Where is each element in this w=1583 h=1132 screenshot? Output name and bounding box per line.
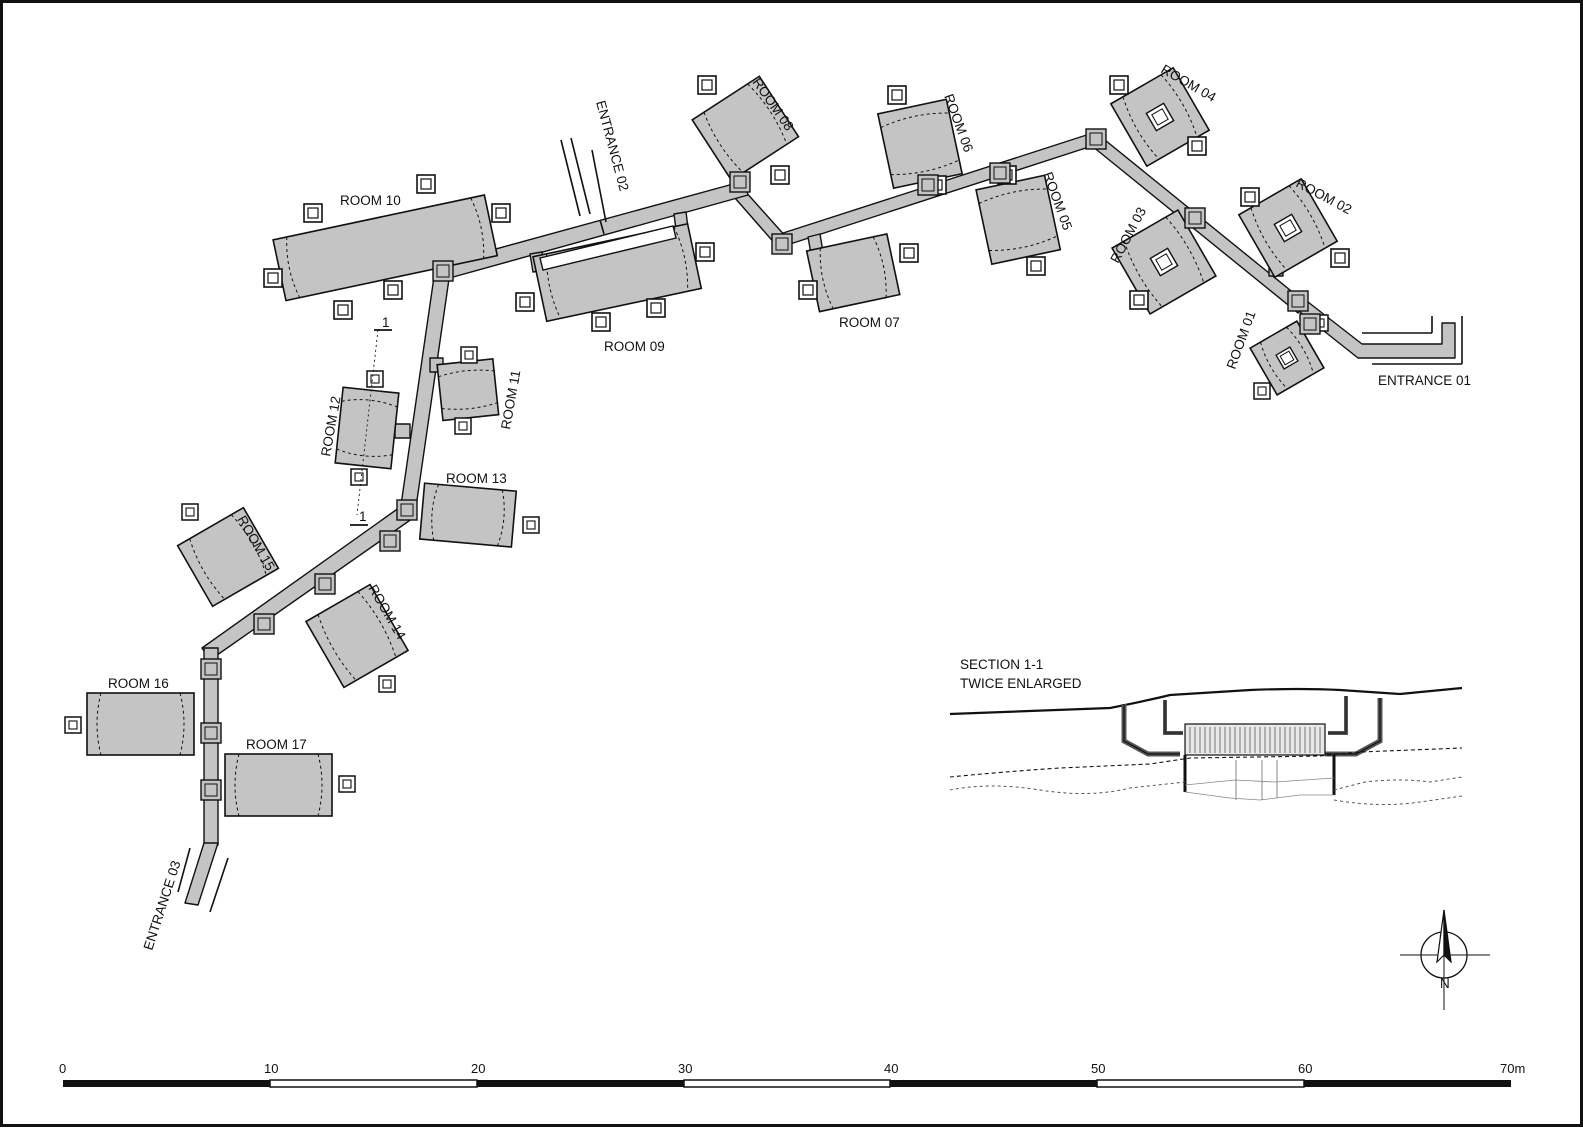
room-12-seat [350, 468, 368, 486]
room-09-seat [515, 292, 535, 312]
room-09-seat [695, 242, 715, 262]
room-10-seat [333, 300, 353, 320]
scale-tick-10: 10 [264, 1061, 278, 1076]
section-title: SECTION 1-1 [960, 657, 1043, 672]
room-08-seat [770, 165, 790, 185]
room-10-seat [383, 280, 403, 300]
room-13-seat [522, 516, 540, 534]
section-1-1: SECTION 1-1 TWICE ENLARGED [949, 657, 1463, 806]
room-15-seat [181, 503, 199, 521]
room-09-seat [591, 312, 611, 332]
room-09 [532, 222, 703, 323]
room-05-seat [1026, 256, 1046, 276]
room-01-seat [1253, 382, 1271, 400]
scale-bar: 0 10 20 30 40 50 60 70m [59, 1061, 1525, 1088]
room-03 [1110, 208, 1218, 316]
room-07-seat [798, 280, 818, 300]
section-cut-line [356, 329, 379, 516]
room-10-seat [263, 268, 283, 288]
room-01 [1249, 320, 1325, 396]
room-09-seat [646, 298, 666, 318]
scale-tick-50: 50 [1091, 1061, 1105, 1076]
room-14-seat [378, 675, 396, 693]
room-02 [1237, 177, 1339, 279]
room-16-seat [64, 716, 82, 734]
entrance-01-walls [1362, 316, 1463, 365]
scale-tick-0: 0 [59, 1061, 66, 1076]
north-arrow-icon: N [1400, 909, 1490, 1010]
room-07-label: ROOM 07 [839, 315, 900, 330]
room-04-seat [1109, 75, 1129, 95]
room-11-seat [460, 346, 478, 364]
room-09-lightwell [539, 225, 677, 271]
scale-tick-20: 20 [471, 1061, 485, 1076]
room-04 [1109, 66, 1211, 168]
scale-tick-40: 40 [884, 1061, 898, 1076]
scale-tick-70: 70m [1500, 1061, 1525, 1076]
entrance-01-label: ENTRANCE 01 [1378, 373, 1471, 388]
room-13 [418, 482, 518, 548]
room-16-label: ROOM 16 [108, 676, 169, 691]
room-11-seat [454, 417, 472, 435]
room-07-seat [899, 243, 919, 263]
entrance-03-walls [177, 847, 229, 913]
room-09-label: ROOM 09 [604, 339, 665, 354]
room-12 [334, 386, 400, 470]
room-02-seat [1240, 187, 1260, 207]
room-10-seat [303, 203, 323, 223]
room-08 [691, 75, 800, 182]
room-03-seat [1129, 290, 1149, 310]
room-11 [436, 358, 500, 422]
room-10-seat [416, 174, 436, 194]
room-13-label: ROOM 13 [446, 471, 507, 486]
room-12-seat [366, 370, 384, 388]
room-04-seat [1187, 136, 1207, 156]
north-arrow-label: N [1440, 976, 1450, 991]
room-10-seat [491, 203, 511, 223]
room-06-seat [887, 85, 907, 105]
room-07 [805, 232, 901, 313]
scale-tick-30: 30 [678, 1061, 692, 1076]
room-08-seat [697, 75, 717, 95]
room-02-seat [1330, 248, 1350, 268]
section-cut-label-top: 1 [382, 315, 390, 330]
room-17 [224, 753, 333, 817]
room-14 [304, 583, 410, 689]
section-subtitle: TWICE ENLARGED [960, 676, 1082, 691]
room-17-label: ROOM 17 [246, 737, 307, 752]
entrance-02-walls [560, 137, 607, 235]
room-05 [975, 174, 1062, 266]
room-15 [176, 506, 280, 608]
section-cut-label-bottom: 1 [359, 509, 367, 524]
room-16 [86, 692, 195, 756]
room-17-seat [338, 775, 356, 793]
room-10-label: ROOM 10 [340, 193, 401, 208]
scale-tick-60: 60 [1298, 1061, 1312, 1076]
